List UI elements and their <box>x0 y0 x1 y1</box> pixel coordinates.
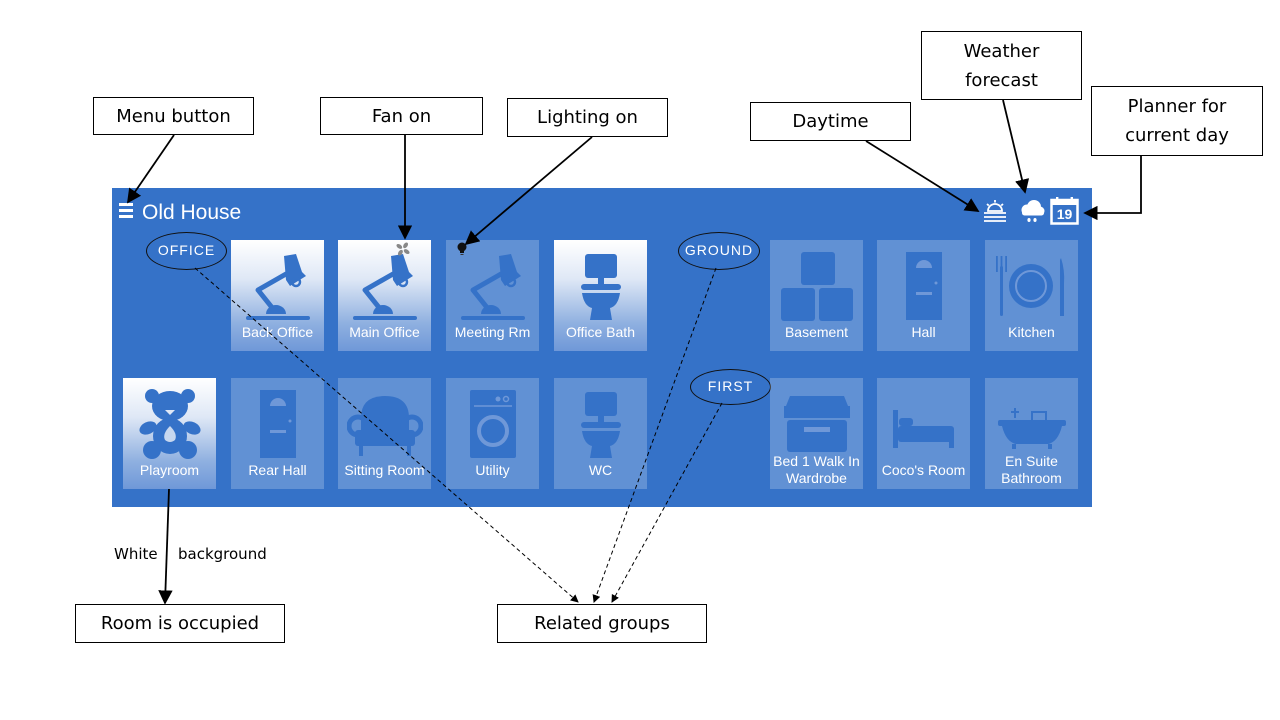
room-label: WC <box>588 462 613 478</box>
group-label-office[interactable]: OFFICE <box>146 232 227 270</box>
callout-text: current day <box>1125 125 1229 146</box>
room-tile-hall[interactable]: Hall <box>877 240 970 351</box>
room-label: Hall <box>911 324 936 340</box>
hamburger-line <box>119 215 133 218</box>
note-white: White <box>114 545 158 563</box>
group-label-text: FIRST <box>707 378 754 394</box>
callout-weather: Weather forecast <box>921 31 1082 100</box>
room-tile-playroom[interactable]: Playroom <box>123 378 216 489</box>
room-label-line: Bed 1 Walk In <box>773 453 860 469</box>
callout-text: Room is occupied <box>100 613 260 634</box>
room-label-line: Wardrobe <box>786 470 847 486</box>
group-label-text: OFFICE <box>157 242 216 258</box>
fan-on-icon <box>396 242 410 256</box>
arrow-weather <box>1002 99 1030 194</box>
room-label-line: Bathroom <box>1001 470 1062 486</box>
room-label: Meeting Rm <box>454 324 531 340</box>
room-tile-office-bath[interactable]: Office Bath <box>554 240 647 351</box>
room-label: Kitchen <box>1008 324 1055 340</box>
callout-text: forecast <box>965 69 1038 91</box>
weather-rain-icon[interactable] <box>1018 198 1046 224</box>
room-tile-sitting-room[interactable]: Sitting Room <box>338 378 431 489</box>
desk-lamp-icon <box>460 254 525 320</box>
room-tile-meeting-rm[interactable]: Meeting Rm <box>446 240 539 351</box>
callout-related-groups: Related groups <box>497 604 707 643</box>
room-label-line: En Suite <box>1005 453 1058 469</box>
note-background: background <box>178 545 267 563</box>
room-label: Rear Hall <box>248 462 307 478</box>
callout-daytime: Daytime <box>750 102 911 141</box>
room-label: Back Office <box>241 324 314 340</box>
callout-text: Related groups <box>534 613 670 634</box>
calendar-day: 19 <box>1056 206 1073 222</box>
room-tile-main-office[interactable]: Main Office <box>338 240 431 351</box>
menu-button[interactable] <box>119 203 135 223</box>
callout-lighting-on: Lighting on <box>507 98 668 137</box>
room-label: Sitting Room <box>344 462 425 478</box>
room-tile-kitchen[interactable]: Kitchen <box>985 240 1078 351</box>
arrow-planner <box>1083 156 1142 221</box>
room-tile-back-office[interactable]: Back Office <box>231 240 324 351</box>
room-tile-basement[interactable]: Basement <box>770 240 863 351</box>
group-label-text: GROUND <box>684 242 754 258</box>
bathtub-icon <box>997 408 1066 449</box>
room-label: Basement <box>784 324 849 340</box>
room-label: Office Bath <box>565 324 635 340</box>
hamburger-menu-icon <box>119 203 133 206</box>
callout-text: Lighting on <box>537 107 638 128</box>
teddy-bear-icon <box>138 389 201 459</box>
room-tile-bed1-walk-in-wardrobe[interactable]: Bed 1 Walk In Wardrobe <box>770 378 863 489</box>
room-tile-en-suite-bathroom[interactable]: En Suite Bathroom <box>985 378 1078 489</box>
room-label: Bed 1 Walk In Wardrobe <box>770 453 863 487</box>
door-icon <box>259 390 296 458</box>
room-tile-utility[interactable]: Utility <box>446 378 539 489</box>
callout-room-occupied: Room is occupied <box>75 604 285 643</box>
boxes-icon <box>780 252 853 321</box>
bed-icon <box>892 410 954 448</box>
room-tile-cocos-room[interactable]: Coco's Room <box>877 378 970 489</box>
callout-text: Menu button <box>116 105 231 127</box>
plate-cutlery-icon <box>995 256 1064 316</box>
toilet-icon <box>580 392 621 458</box>
hamburger-line <box>119 209 133 212</box>
toilet-icon <box>580 254 621 320</box>
room-label: Coco's Room <box>881 462 966 478</box>
group-label-ground[interactable]: GROUND <box>678 232 760 270</box>
room-tile-wc[interactable]: WC <box>554 378 647 489</box>
callout-text: Daytime <box>792 111 869 132</box>
callout-text: Fan on <box>371 105 432 127</box>
group-label-first[interactable]: FIRST <box>690 369 771 405</box>
door-icon <box>905 252 942 320</box>
lighting-on-icon <box>457 242 467 255</box>
room-label: En Suite Bathroom <box>985 453 1078 487</box>
storage-box-icon <box>783 396 850 452</box>
callout-planner: Planner for current day <box>1091 86 1263 156</box>
room-label: Utility <box>475 462 510 478</box>
armchair-icon <box>346 396 423 456</box>
room-label: Playroom <box>139 462 200 478</box>
callout-menu-button: Menu button <box>93 97 254 135</box>
callout-fan-on: Fan on <box>320 97 483 135</box>
room-tile-rear-hall[interactable]: Rear Hall <box>231 378 324 489</box>
calendar-icon[interactable]: 19 <box>1050 196 1079 225</box>
room-label: Main Office <box>349 324 420 340</box>
callout-text: Planner for <box>1127 96 1227 117</box>
callout-text: Weather <box>963 40 1040 62</box>
house-title: Old House <box>142 201 242 224</box>
daytime-icon[interactable] <box>982 198 1008 224</box>
washing-machine-icon <box>469 390 516 458</box>
desk-lamp-icon <box>352 254 417 320</box>
desk-lamp-icon <box>245 254 310 320</box>
